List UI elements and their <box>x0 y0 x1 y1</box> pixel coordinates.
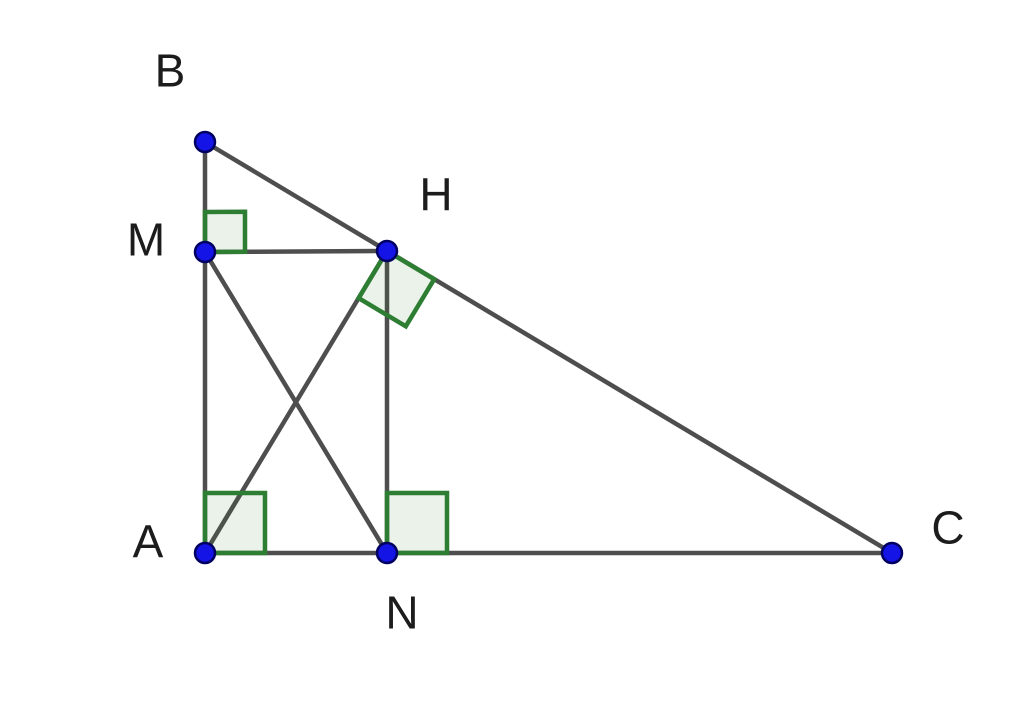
point-label-H: H <box>419 169 452 221</box>
point-A[interactable] <box>193 541 217 565</box>
segment-MN[interactable] <box>202 249 390 556</box>
point-M[interactable] <box>193 240 217 264</box>
right-angle-marker-M <box>202 209 248 255</box>
point-N[interactable] <box>375 541 399 565</box>
point-label-A: A <box>133 516 164 568</box>
right-angle-marker-A <box>202 490 268 556</box>
point-C[interactable] <box>880 541 904 565</box>
point-H[interactable] <box>375 239 399 263</box>
right-angle-marker-H <box>355 247 438 330</box>
point-label-M: M <box>127 214 165 266</box>
segment-BC[interactable] <box>202 139 895 556</box>
right-angle-marker-N <box>384 490 450 556</box>
point-label-C: C <box>931 502 964 554</box>
point-label-N: N <box>385 587 418 639</box>
point-label-B: B <box>155 45 186 97</box>
point-B[interactable] <box>193 130 217 154</box>
